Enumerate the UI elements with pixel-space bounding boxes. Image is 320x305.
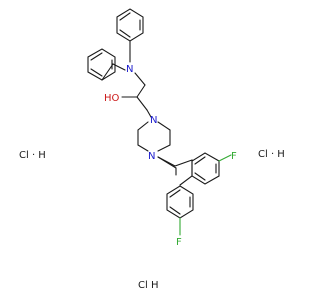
molecule-drawing: N HO N N F F Cl · H Cl · H Cl H bbox=[19, 8, 285, 291]
fluorophenyl-ring-upper bbox=[191, 152, 220, 185]
benzyl-n-bond bbox=[112, 63, 126, 71]
oh-label: HO bbox=[104, 93, 120, 104]
ch2-npip-bond bbox=[146, 109, 152, 118]
n-pip-2-label: N bbox=[148, 151, 155, 162]
salt-hcl-bottom: Cl H bbox=[138, 280, 158, 291]
n-pip-1-label: N bbox=[150, 115, 157, 126]
n-phenyl-ring bbox=[116, 8, 144, 42]
salt-hcl-left: Cl · H bbox=[19, 150, 46, 161]
c-f-bond-upper bbox=[218, 154, 232, 162]
butyl-chain bbox=[157, 156, 193, 186]
choh-ch2-bond bbox=[136, 96, 148, 111]
n-amine-label: N bbox=[126, 64, 133, 75]
n-ch2-bond bbox=[134, 72, 146, 86]
f-lower-label: F bbox=[176, 237, 182, 248]
piperazine-ring bbox=[137, 121, 171, 152]
f-upper-label: F bbox=[231, 151, 237, 162]
ch2-choh-bond bbox=[136, 84, 146, 98]
benzyl-ch2-bond bbox=[101, 63, 114, 81]
structure-canvas: N HO N N F F Cl · H Cl · H Cl H bbox=[19, 8, 285, 291]
salt-hcl-right: Cl · H bbox=[258, 149, 285, 160]
benzyl-ring bbox=[87, 48, 116, 81]
fluorophenyl-ring-lower bbox=[166, 185, 194, 219]
